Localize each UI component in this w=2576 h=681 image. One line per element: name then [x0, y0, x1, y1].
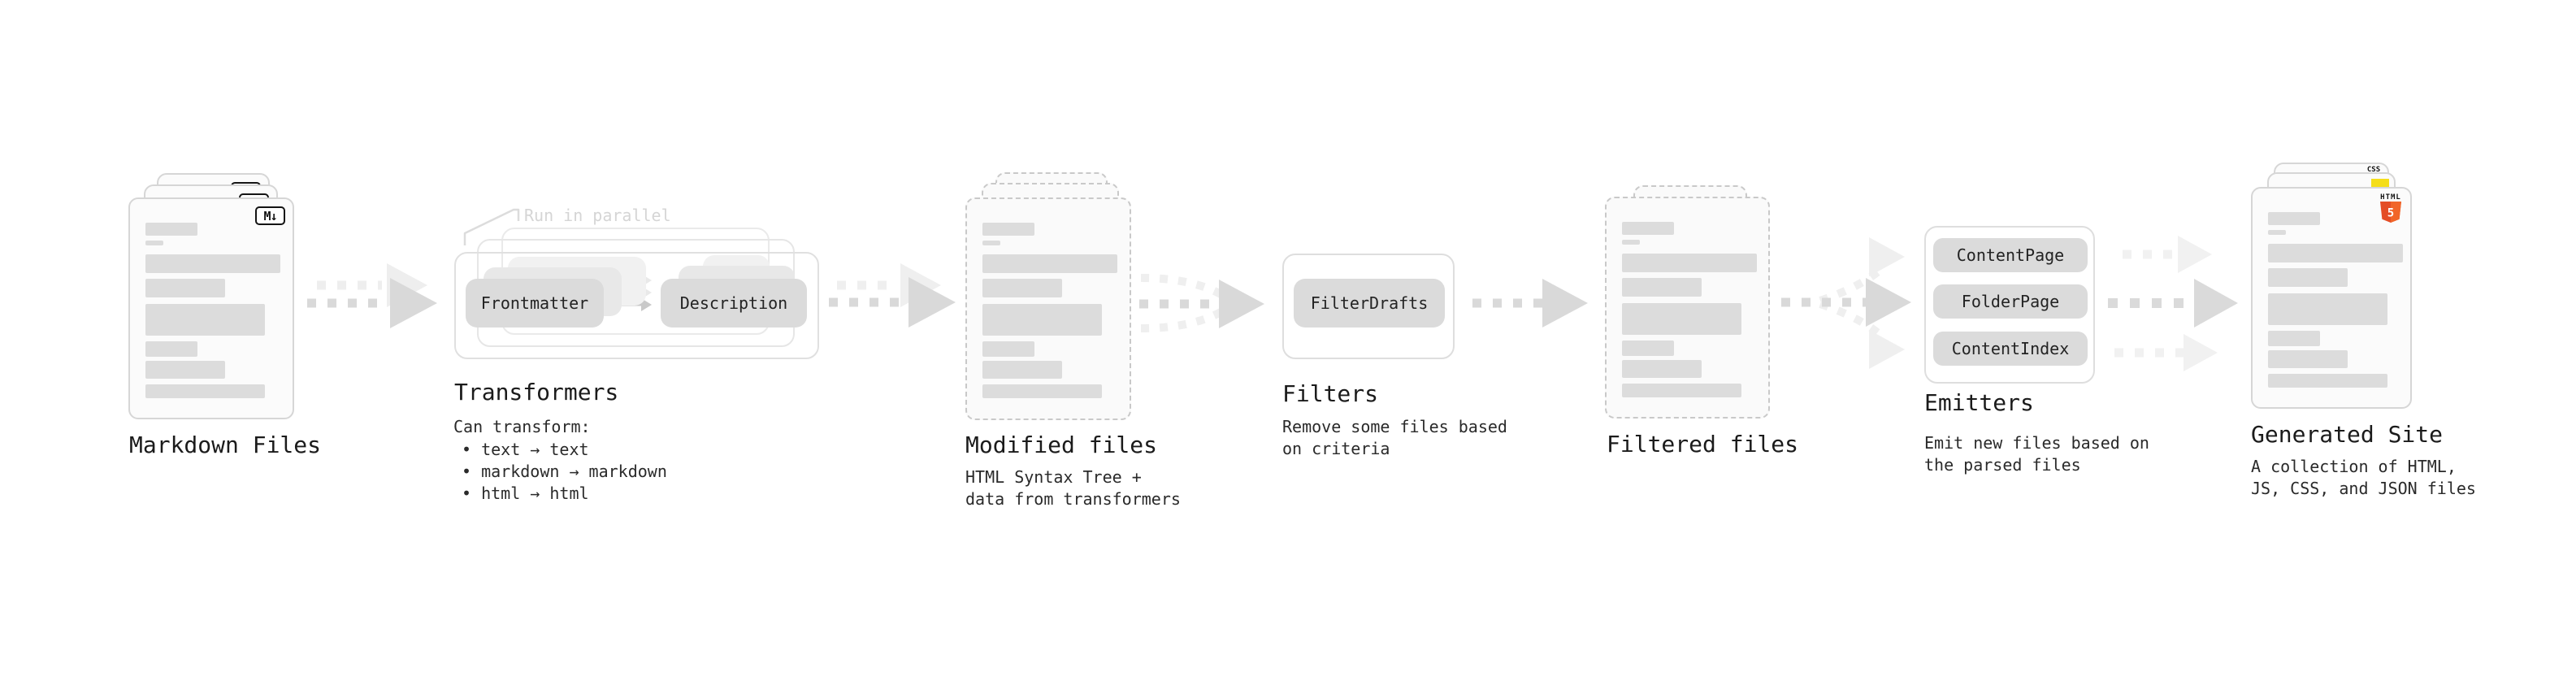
doc-placeholder-line — [982, 241, 1000, 245]
markdown-files-title: Markdown Files — [129, 432, 322, 458]
generated-file-card-front: HTML 5 — [2251, 187, 2412, 409]
doc-placeholder-line — [2268, 244, 2403, 262]
doc-placeholder-line — [2268, 350, 2348, 368]
generated-site-title: Generated Site — [2251, 421, 2444, 448]
modified-file-card-front — [965, 197, 1131, 420]
doc-placeholder-line — [982, 361, 1062, 379]
doc-placeholder-line — [982, 279, 1062, 297]
doc-placeholder-line — [982, 304, 1102, 336]
doc-placeholder-line — [982, 223, 1034, 236]
transform-item: • markdown → markdown — [462, 462, 667, 481]
doc-placeholder-line — [2268, 268, 2348, 287]
modified-files-caption: HTML Syntax Tree + data from transformer… — [965, 467, 1181, 509]
arrow-markdown-to-transformers — [307, 263, 437, 328]
doc-placeholder-line — [982, 254, 1117, 273]
doc-placeholder-line — [145, 223, 197, 236]
doc-placeholder-line — [982, 384, 1102, 398]
doc-placeholder-line — [145, 254, 280, 273]
modified-files-title: Modified files — [965, 432, 1158, 458]
markdown-file-card-front: M↓ — [128, 197, 294, 419]
doc-placeholder-line — [145, 241, 163, 245]
arrow-emitters-to-generated — [2108, 236, 2238, 371]
doc-placeholder-line — [1622, 278, 1702, 297]
doc-placeholder-line — [145, 304, 265, 336]
arrow-transformers-to-modified — [829, 263, 956, 327]
emitters-title: Emitters — [1924, 389, 2034, 416]
doc-placeholder-line — [2268, 212, 2320, 225]
doc-placeholder-line — [1622, 384, 1741, 397]
html5-icon: HTML 5 — [2380, 193, 2401, 228]
doc-placeholder-line — [1622, 303, 1741, 335]
filters-caption: Remove some files based on criteria — [1282, 417, 1507, 458]
arrow-filtered-to-emitters — [1781, 237, 1911, 369]
doc-placeholder-line — [1622, 222, 1674, 235]
run-in-parallel-note: Run in parallel — [524, 206, 671, 225]
emitter-button-contentpage: ContentPage — [1933, 238, 2088, 272]
filters-title: Filters — [1282, 380, 1379, 407]
markdown-icon: M↓ — [255, 206, 285, 225]
filtered-file-card-front — [1605, 197, 1770, 419]
frontmatter-button: Frontmatter — [466, 279, 604, 327]
html5-number: 5 — [2387, 207, 2394, 220]
doc-placeholder-line — [2268, 230, 2286, 235]
doc-placeholder-line — [145, 384, 265, 398]
doc-placeholder-line — [1622, 240, 1640, 245]
doc-placeholder-line — [145, 361, 225, 379]
doc-placeholder-line — [1622, 340, 1674, 356]
transform-item: • text → text — [462, 440, 589, 459]
doc-placeholder-line — [1622, 254, 1757, 272]
transform-item: • html → html — [462, 484, 589, 503]
transformers-title: Transformers — [454, 379, 619, 406]
description-button: Description — [661, 279, 807, 327]
generated-site-caption: A collection of HTML, JS, CSS, and JSON … — [2251, 457, 2476, 498]
arrow-filters-to-filtered — [1472, 279, 1588, 327]
doc-placeholder-line — [982, 341, 1034, 357]
emitter-button-contentindex: ContentIndex — [1933, 332, 2088, 366]
doc-placeholder-line — [2268, 331, 2320, 346]
filterdrafts-button: FilterDrafts — [1294, 279, 1445, 327]
arrow-modified-to-filters — [1139, 274, 1264, 332]
doc-placeholder-line — [1622, 360, 1702, 378]
emitter-button-folderpage: FolderPage — [1933, 284, 2088, 319]
filtered-files-title: Filtered files — [1607, 431, 1799, 458]
transformers-caption-heading: Can transform: — [453, 417, 591, 436]
doc-placeholder-line — [2268, 293, 2387, 325]
doc-placeholder-line — [2268, 374, 2387, 388]
doc-placeholder-line — [145, 279, 225, 297]
doc-placeholder-line — [145, 341, 197, 357]
emitters-caption: Emit new files based on the parsed files — [1924, 433, 2149, 475]
transformer-layer-box-1 — [454, 252, 819, 359]
